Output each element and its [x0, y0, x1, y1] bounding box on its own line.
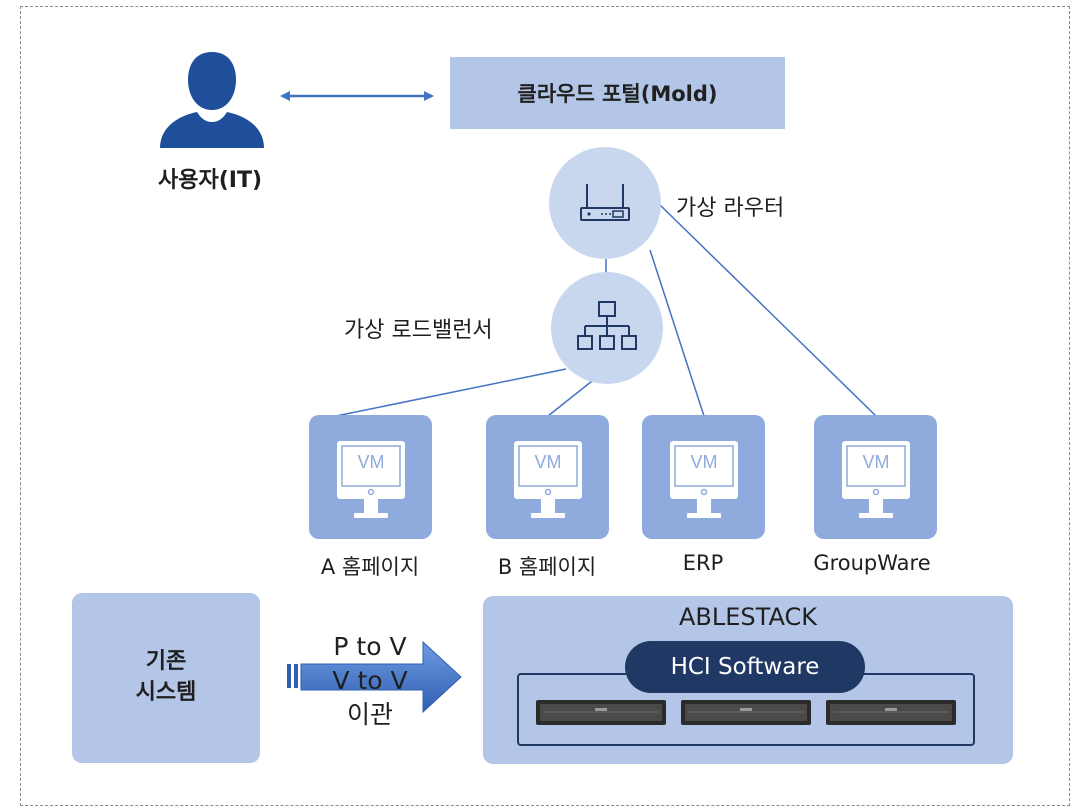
load-balancer-label: 가상 로드밸런서	[344, 318, 493, 343]
user-icon	[160, 52, 264, 148]
server-icon	[536, 700, 666, 725]
lb-vm-b-line	[547, 380, 593, 417]
vm-name-a: A 홈페이지	[320, 555, 420, 579]
router-icon	[580, 184, 630, 221]
router-erp-line	[649, 249, 705, 417]
migration-line1: P to V	[333, 632, 407, 661]
vm-card-erp: VM	[642, 415, 765, 539]
vm-card-b: VM	[486, 415, 609, 539]
legacy-system-box: 기존 시스템	[72, 593, 260, 763]
cloud-portal-label: 클라우드 포털(Mold)	[517, 82, 718, 106]
ablestack-title: ABLESTACK	[679, 603, 817, 631]
monitor-icon	[337, 441, 405, 518]
vm-name-groupware: GroupWare	[813, 551, 931, 575]
vm-badge: VM	[357, 452, 385, 472]
vm-badge: VM	[862, 452, 890, 472]
user-label: 사용자(IT)	[157, 168, 263, 193]
monitor-icon	[842, 441, 910, 518]
network-hierarchy-icon	[577, 301, 637, 350]
migration-line3: 이관	[346, 700, 393, 729]
legacy-system-line1: 기존	[145, 649, 187, 675]
connector-lines	[280, 91, 877, 417]
hci-software-label: HCI Software	[670, 654, 820, 680]
migration-arrow	[287, 640, 462, 714]
vm-badge: VM	[690, 452, 718, 472]
vm-card-a: VM	[309, 415, 432, 539]
legacy-system-line2: 시스템	[135, 680, 197, 705]
virtual-router-node	[549, 147, 661, 259]
migration-label: P to V V to V 이관	[305, 630, 435, 732]
vm-name-b: B 홈페이지	[497, 555, 597, 579]
hci-software-pill: HCI Software	[625, 641, 865, 693]
virtual-router-label: 가상 라우터	[676, 196, 785, 221]
vm-badge: VM	[534, 452, 562, 472]
monitor-icon	[514, 441, 582, 518]
ablestack-box: ABLESTACK HCI Software	[483, 596, 1013, 764]
server-icon	[681, 700, 811, 725]
monitor-icon	[670, 441, 738, 518]
vm-card-groupware: VM	[814, 415, 937, 539]
migration-line2: V to V	[332, 666, 408, 695]
load-balancer-node	[551, 272, 663, 384]
server-icon	[826, 700, 956, 725]
cloud-portal-box: 클라우드 포털(Mold)	[450, 57, 785, 129]
router-groupware-line	[657, 202, 877, 417]
vm-name-erp: ERP	[682, 551, 724, 575]
lb-vm-a-line	[335, 368, 567, 417]
